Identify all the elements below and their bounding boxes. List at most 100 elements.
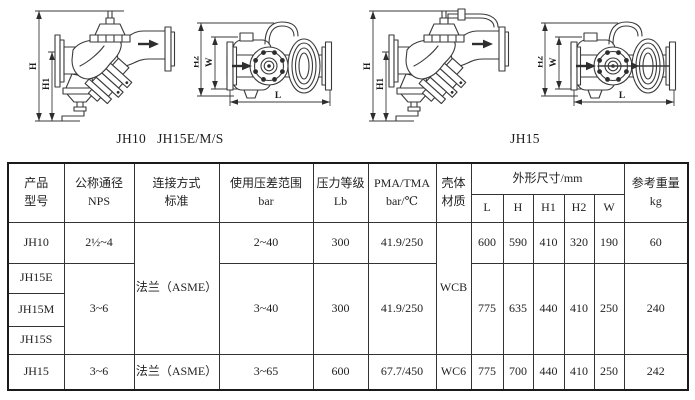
cell-dim-w: 190 bbox=[593, 221, 625, 264]
table-row-jh10: JH10 2½~4 法兰（ASME） 2~40 300 41.9/250 WCB… bbox=[7, 221, 689, 355]
header-line: kg bbox=[649, 193, 662, 208]
dim-label-w: W bbox=[549, 57, 559, 67]
col-header-dim-w: W bbox=[593, 193, 625, 223]
jh15-top-view-drawing: H2 W L bbox=[538, 21, 677, 106]
cell-dim-l: 775 bbox=[470, 262, 504, 355]
jh10-top-view-drawing: H2 W L bbox=[194, 21, 333, 106]
col-header-dim-h2: H2 bbox=[563, 193, 595, 223]
figure-caption-left: JH10 JH15E/M/S bbox=[116, 131, 224, 146]
cell-pressure-class: 300 bbox=[312, 221, 369, 264]
cell-diff-pressure: 3~40 bbox=[218, 262, 314, 355]
table-row-jh15: JH15 3~6 法兰（ASME） 3~65 600 67.7/450 WC6 … bbox=[7, 353, 689, 391]
header-line: 使用压差范围 bbox=[229, 176, 302, 191]
cell-dim-h1: 440 bbox=[532, 262, 565, 355]
cell-nps: 3~6 bbox=[63, 353, 135, 391]
dim-line-H1: H1 bbox=[42, 51, 72, 121]
flow-arrow-icon bbox=[472, 39, 493, 49]
flow-arrow-icon bbox=[576, 61, 596, 71]
external-pilot-pipe bbox=[447, 8, 499, 28]
col-header-dim-h1: H1 bbox=[532, 193, 565, 223]
cell-weight: 242 bbox=[623, 353, 689, 391]
col-header-connection: 连接方式标准 bbox=[133, 162, 220, 223]
table-row-jh15e: JH15E 3~6 3~40 300 41.9/250 775 635 440 … bbox=[7, 262, 689, 355]
dim-label-l: L bbox=[619, 91, 625, 101]
col-header-weight: 参考重量 kg bbox=[623, 162, 689, 223]
cell-nps: 3~6 bbox=[63, 262, 135, 355]
header-line: 产品 bbox=[24, 176, 49, 191]
dim-label-h1: H1 bbox=[42, 78, 52, 90]
dim-line-H2: H2 bbox=[194, 22, 274, 97]
cell-connection: 法兰（ASME） bbox=[133, 353, 220, 391]
dim-label-h: H bbox=[363, 62, 373, 70]
cell-connection: 法兰（ASME） bbox=[133, 221, 220, 355]
cell-pressure-class: 300 bbox=[312, 262, 369, 355]
col-header-pma-tma: PMA/TMA bar/℃ bbox=[367, 162, 437, 223]
col-header-model: 产品型号 bbox=[7, 162, 65, 223]
cell-model: JH15S bbox=[7, 325, 65, 355]
cell-model: JH15M bbox=[7, 292, 65, 327]
cell-dim-h2: 410 bbox=[563, 353, 595, 391]
cell-dim-w: 250 bbox=[593, 353, 625, 391]
cell-dim-l: 775 bbox=[470, 353, 504, 391]
jh10-front-view-drawing: H H1 bbox=[29, 10, 176, 122]
header-line: 标准 bbox=[164, 193, 189, 208]
cell-weight: 60 bbox=[623, 221, 689, 264]
cell-dim-h1: 440 bbox=[532, 353, 565, 391]
cell-dim-w: 250 bbox=[593, 262, 625, 355]
cell-weight: 240 bbox=[623, 262, 689, 355]
dim-label-h2: H2 bbox=[538, 56, 546, 68]
cell-nps: 2½~4 bbox=[63, 221, 135, 264]
col-header-shell-material: 壳体材质 bbox=[435, 162, 472, 223]
balance-rod bbox=[597, 62, 670, 70]
col-header-dim-h: H bbox=[502, 193, 534, 223]
spec-table: 产品型号 公称通径 NPS 连接方式标准 使用压差范围 bar 压力等级 Lb PMA… bbox=[7, 162, 689, 391]
jh15-front-view-drawing: H H1 bbox=[363, 8, 510, 122]
table-row-jh15s: JH15S bbox=[7, 325, 688, 355]
header-line: 连接方式 bbox=[152, 176, 201, 191]
dim-label-h1: H1 bbox=[376, 78, 386, 90]
header-line: 型号 bbox=[24, 193, 49, 208]
header-line: bar/℃ bbox=[385, 193, 419, 208]
header-line: 压力等级 bbox=[316, 176, 365, 191]
flow-arrow-icon bbox=[138, 39, 159, 49]
cell-model: JH15 bbox=[7, 353, 65, 391]
header-line: 参考重量 bbox=[631, 176, 680, 191]
cell-dim-h: 700 bbox=[502, 353, 534, 391]
cell-shell-material: WCB bbox=[435, 221, 472, 355]
col-header-dimensions: 外形尺寸/mm bbox=[470, 162, 625, 195]
table-row-jh15m: JH15M bbox=[7, 292, 688, 327]
dim-label-l: L bbox=[275, 91, 281, 101]
cell-model: JH15E bbox=[7, 262, 65, 294]
dim-label-w: W bbox=[205, 57, 215, 67]
col-header-nps: 公称通径 NPS bbox=[63, 162, 135, 223]
col-header-pressure-class: 压力等级 Lb bbox=[312, 162, 369, 223]
header-line: 壳体 bbox=[441, 176, 466, 191]
cell-pressure-class: 600 bbox=[312, 353, 369, 391]
figure-caption-right: JH15 bbox=[510, 131, 540, 146]
cell-diff-pressure: 3~65 bbox=[218, 353, 314, 391]
dim-label-h: H bbox=[29, 62, 39, 70]
header-line: PMA/TMA bbox=[373, 176, 430, 191]
cell-shell-material: WC6 bbox=[435, 353, 472, 391]
cell-pma-tma: 67.7/450 bbox=[367, 353, 437, 391]
header-line: 公称通径 bbox=[74, 176, 123, 191]
cell-dim-l: 600 bbox=[470, 221, 504, 264]
valve-top-drawing bbox=[570, 21, 677, 99]
cell-dim-h2: 410 bbox=[563, 262, 595, 355]
valve-front-drawing bbox=[54, 10, 176, 122]
header-line: Lb bbox=[333, 193, 348, 208]
dim-label-h2: H2 bbox=[194, 56, 202, 68]
header-line: NPS bbox=[87, 193, 110, 208]
dim-line-H1: H1 bbox=[376, 51, 406, 121]
cell-dim-h2: 320 bbox=[563, 221, 595, 264]
valve-top-drawing bbox=[226, 21, 333, 99]
valve-front-drawing bbox=[388, 8, 510, 122]
cell-diff-pressure: 2~40 bbox=[218, 221, 314, 264]
col-header-diff-pressure: 使用压差范围 bar bbox=[218, 162, 314, 223]
header-line: bar bbox=[258, 193, 274, 208]
cell-dim-h: 635 bbox=[502, 262, 534, 355]
cell-pma-tma: 41.9/250 bbox=[367, 262, 437, 355]
header-line: 材质 bbox=[441, 193, 466, 208]
cell-dim-h1: 410 bbox=[532, 221, 565, 264]
